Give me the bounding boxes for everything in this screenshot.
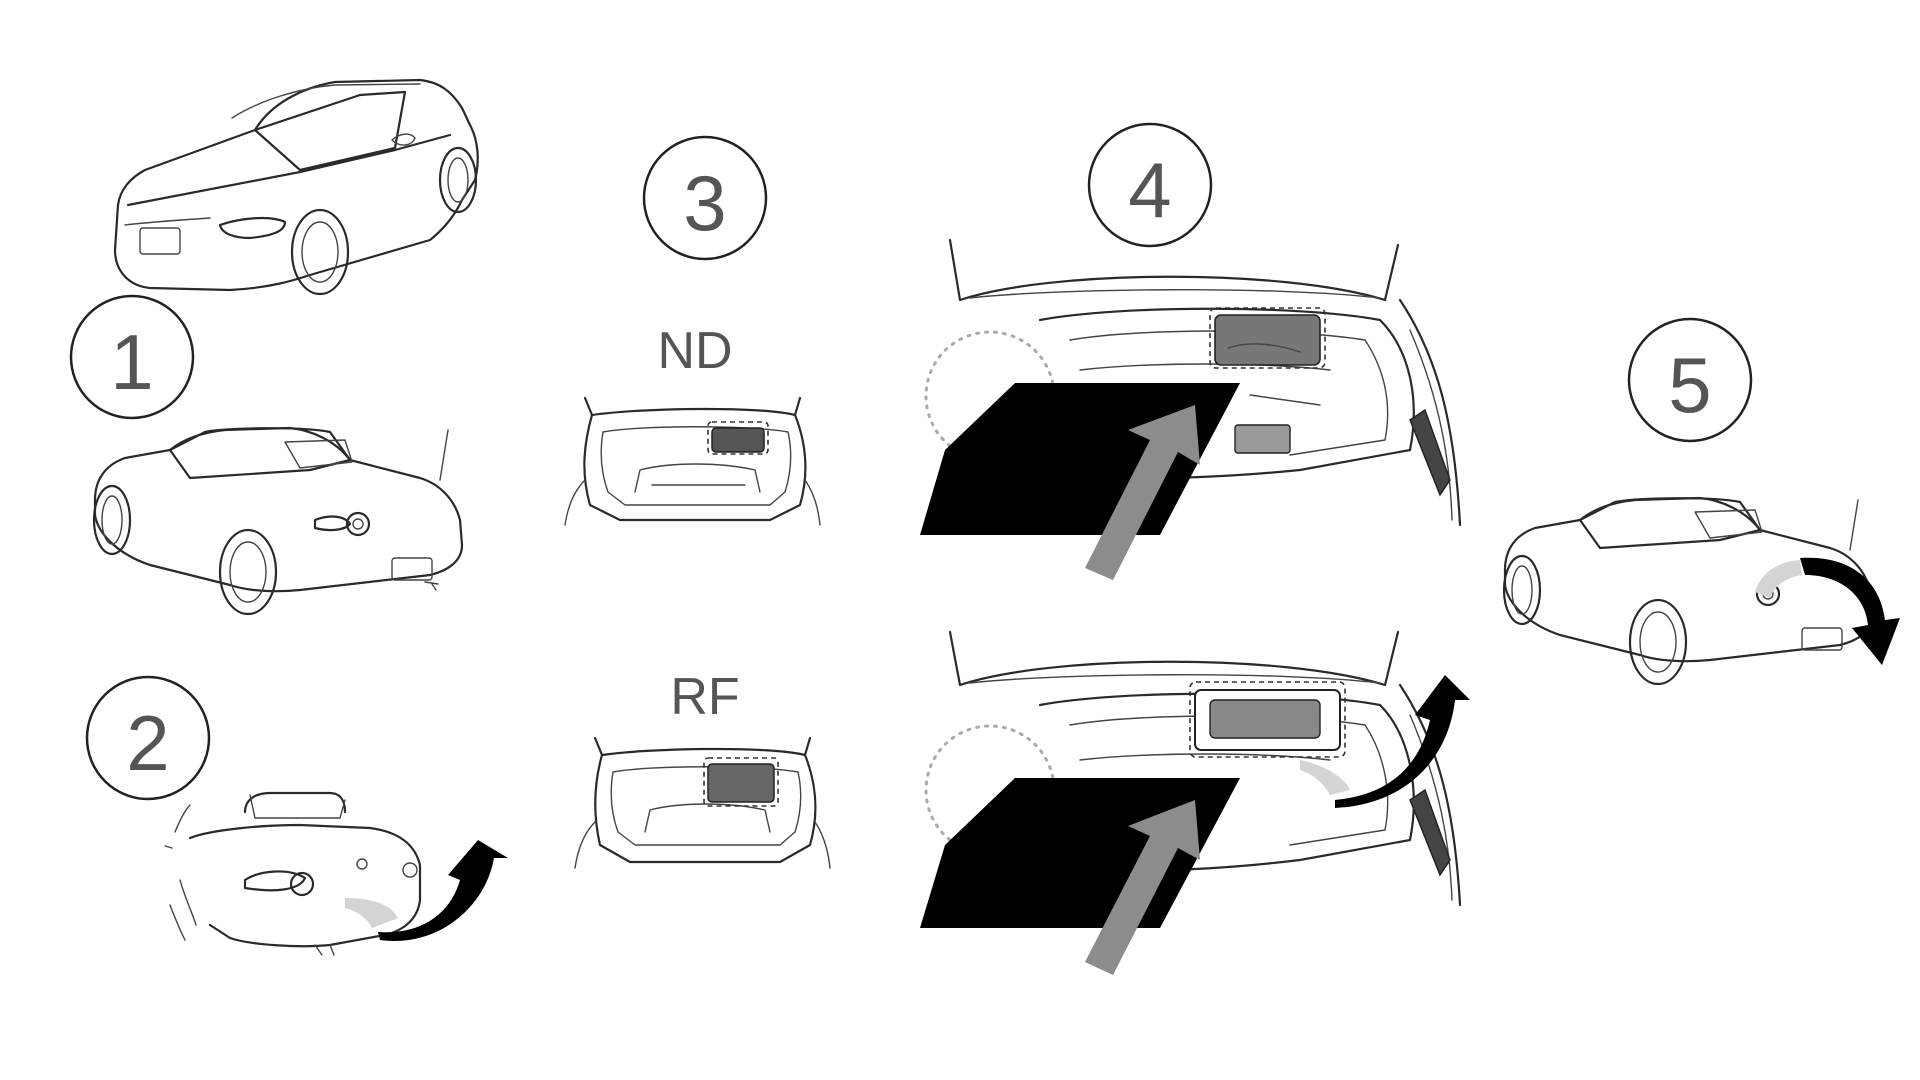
nd-variant-label: ND: [657, 322, 732, 380]
step-4-bottom-push-arrow: [1085, 800, 1200, 975]
nd-trunk-illustration: [564, 396, 821, 526]
step-2-trunk-rear-illustration: [164, 791, 422, 956]
step-5-marker: 5: [1627, 317, 1753, 443]
step-5-close-arrow: [1755, 557, 1900, 665]
step-1-marker: 1: [69, 294, 195, 420]
rf-trunk-illustration: [574, 736, 831, 869]
step-2-marker: 2: [85, 675, 211, 801]
step-5-car-illustration: [1502, 496, 1874, 686]
step-1-number: 1: [110, 318, 153, 406]
step-4-top-push-arrow: [1085, 405, 1200, 580]
step-4-top-trunk-illustration: [948, 238, 1462, 527]
step-3-marker: 3: [642, 135, 768, 261]
step-4-number: 4: [1128, 146, 1171, 234]
step-2-open-arrow: [345, 840, 508, 941]
step-1-front-car-illustration: [113, 78, 479, 296]
step-4-marker: 4: [1087, 122, 1213, 248]
step-4-close-arrow: [1300, 675, 1470, 808]
step-4-bottom-trunk-illustration: [948, 630, 1462, 907]
step-5-number: 5: [1668, 341, 1711, 429]
step-1-rear-car-illustration: [92, 426, 464, 616]
step-2-number: 2: [126, 699, 169, 787]
step-3-number: 3: [683, 159, 726, 247]
rf-variant-label: RF: [670, 668, 739, 726]
